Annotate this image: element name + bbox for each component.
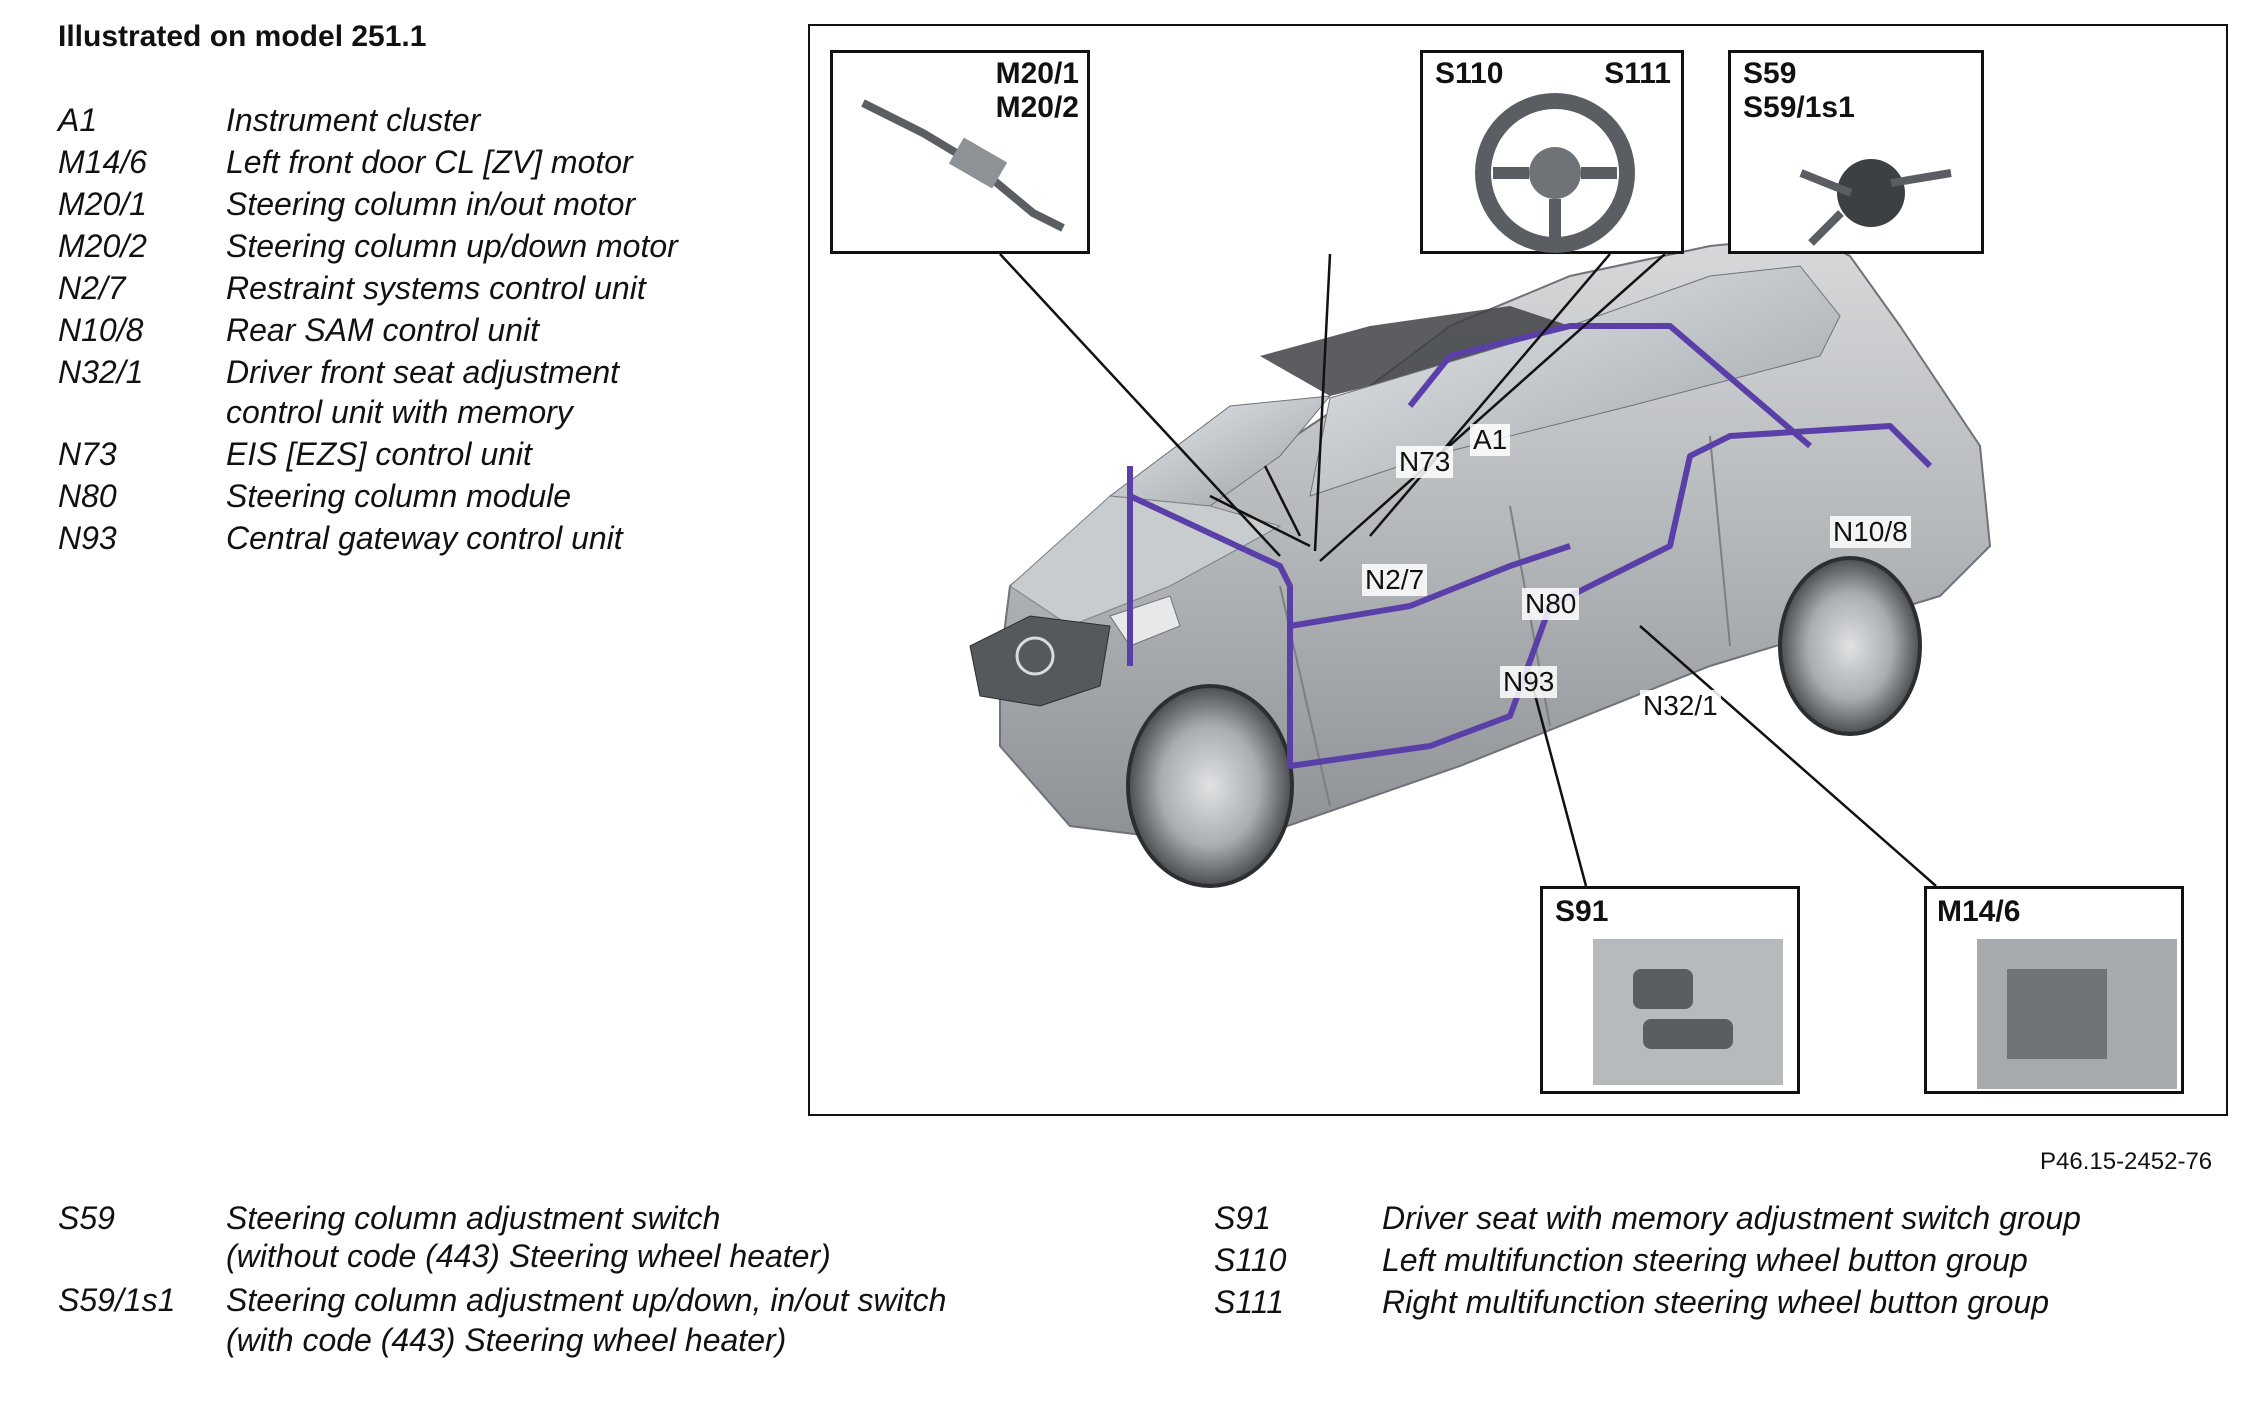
legend-code: S91 — [1214, 1200, 1271, 1236]
callout-n321: N32/1 — [1640, 690, 1721, 722]
inset-label-line: M20/1 — [995, 57, 1079, 90]
inset-steering-column-motors: M20/1 M20/2 — [830, 50, 1090, 254]
legend-code: S110 — [1214, 1242, 1287, 1278]
legend-desc: Steering column up/down motor — [226, 228, 678, 264]
legend-desc: Central gateway control unit — [226, 520, 623, 556]
legend-desc: EIS [EZS] control unit — [226, 436, 532, 472]
legend-desc: Driver seat with memory adjustment switc… — [1382, 1200, 2081, 1236]
legend-code: M14/6 — [58, 144, 147, 180]
star-emblem — [1015, 636, 1055, 676]
legend-item: M20/1 Steering column in/out motor — [58, 186, 758, 228]
callout-a1: A1 — [1470, 424, 1511, 456]
column-switch-icon — [1799, 159, 1952, 246]
inset-label-s91: S91 — [1555, 895, 1609, 928]
inset-label-line: S59 — [1743, 57, 1797, 90]
inset-label-s111: S111 — [1604, 57, 1671, 90]
legend-item: N2/7 Restraint systems control unit — [58, 270, 758, 312]
legend-desc: Steering column adjustment switch — [226, 1200, 721, 1236]
legend-code: A1 — [58, 102, 98, 138]
legend-item: N32/1 Driver front seat adjustment control… — [58, 354, 758, 436]
callout-n80: N80 — [1522, 588, 1580, 620]
legend-item: N93 Central gateway control unit — [58, 520, 758, 562]
steering-wheel-icon — [1475, 93, 1635, 253]
inset-label: S59 S59/1s1 — [1743, 57, 1855, 125]
legend-code: S59/1s1 — [58, 1282, 176, 1318]
legend-desc: Steering column adjustment up/down, in/o… — [226, 1282, 947, 1318]
sunroof — [1260, 306, 1570, 396]
inset-label-m146: M14/6 — [1937, 895, 2021, 928]
legend-code: M20/2 — [58, 228, 147, 264]
legend-desc-continued: (without code (443) Steering wheel heate… — [226, 1238, 831, 1274]
legend-desc: Steering column module — [226, 478, 572, 514]
rear-wheel — [1778, 556, 1922, 736]
legend-desc: Instrument cluster — [226, 102, 481, 138]
legend-desc-continued: (with code (443) Steering wheel heater) — [226, 1322, 787, 1358]
grille — [969, 615, 1111, 707]
page-title: Illustrated on model 251.1 — [58, 20, 427, 53]
legend-item: M14/6 Left front door CL [ZV] motor — [58, 144, 758, 186]
legend-item: N80 Steering column module — [58, 478, 758, 520]
inset-label-line: S59/1s1 — [1743, 91, 1855, 124]
figure-reference: P46.15-2452-76 — [2040, 1148, 2213, 1175]
legend-item: S91 Driver seat with memory adjustment sw… — [1214, 1200, 2214, 1242]
legend-code: M20/1 — [58, 186, 147, 222]
legend-desc: Driver front seat adjustment — [226, 354, 620, 390]
legend-item: N10/8 Rear SAM control unit — [58, 312, 758, 354]
legend-code: N73 — [58, 436, 117, 472]
legend-code: S59 — [58, 1200, 115, 1236]
legend-item: N73 EIS [EZS] control unit — [58, 436, 758, 478]
legend-item: S59 Steering column adjustment switch(wit… — [58, 1200, 1158, 1282]
legend-code: N32/1 — [58, 354, 144, 390]
legend-desc: Left front door CL [ZV] motor — [226, 144, 633, 180]
legend-top: A1 Instrument cluster M14/6 Left front doo… — [58, 102, 758, 562]
legend-desc: Rear SAM control unit — [226, 312, 540, 348]
legend-code: N80 — [58, 478, 117, 514]
legend-item: S110 Left multifunction steering wheel bu… — [1214, 1242, 2214, 1284]
inset-label-s110: S110 — [1435, 57, 1504, 90]
front-wheel — [1126, 684, 1294, 888]
inset-steering-column-switch: S59 S59/1s1 — [1728, 50, 1984, 254]
side-windows — [1309, 265, 1841, 497]
inset-label-line: M20/2 — [995, 91, 1079, 124]
legend-code: N93 — [58, 520, 117, 556]
inset-label: M20/1 M20/2 — [996, 57, 1079, 125]
steering-column-icon — [861, 99, 1065, 232]
legend-desc-continued: control unit with memory — [226, 394, 573, 430]
callout-n108: N10/8 — [1830, 516, 1911, 548]
inset-door-lock-motor: M14/6 — [1924, 886, 2184, 1094]
inset-seat-switch: S91 — [1540, 886, 1800, 1094]
legend-desc: Right multifunction steering wheel butto… — [1382, 1284, 2050, 1320]
legend-item: A1 Instrument cluster — [58, 102, 758, 144]
seat-switch-icon — [1593, 939, 1783, 1085]
legend-item: S59/1s1 Steering column adjustment up/dow… — [58, 1282, 1158, 1364]
inset-steering-wheel: S110 S111 — [1420, 50, 1684, 254]
legend-bottom-right: S91 Driver seat with memory adjustment sw… — [1214, 1200, 2214, 1326]
wiring-harness — [1127, 323, 1933, 769]
callout-n93: N93 — [1500, 666, 1558, 698]
callout-n27: N2/7 — [1362, 564, 1428, 596]
legend-item: S111 Right multifunction steering wheel b… — [1214, 1284, 2214, 1326]
legend-code: N2/7 — [58, 270, 126, 306]
legend-desc: Restraint systems control unit — [226, 270, 646, 306]
door-motor-icon — [1977, 939, 2177, 1089]
legend-item: M20/2 Steering column up/down motor — [58, 228, 758, 270]
callout-n73: N73 — [1396, 446, 1454, 478]
legend-desc: Steering column in/out motor — [226, 186, 636, 222]
component-location-figure: M20/1 M20/2 S110 S111 S59 S59/1s1 S91 — [808, 24, 2228, 1116]
legend-code: N10/8 — [58, 312, 144, 348]
leader-lines — [999, 253, 1937, 887]
legend-code: S111 — [1214, 1284, 1284, 1320]
legend-desc: Left multifunction steering wheel button… — [1382, 1242, 2028, 1278]
